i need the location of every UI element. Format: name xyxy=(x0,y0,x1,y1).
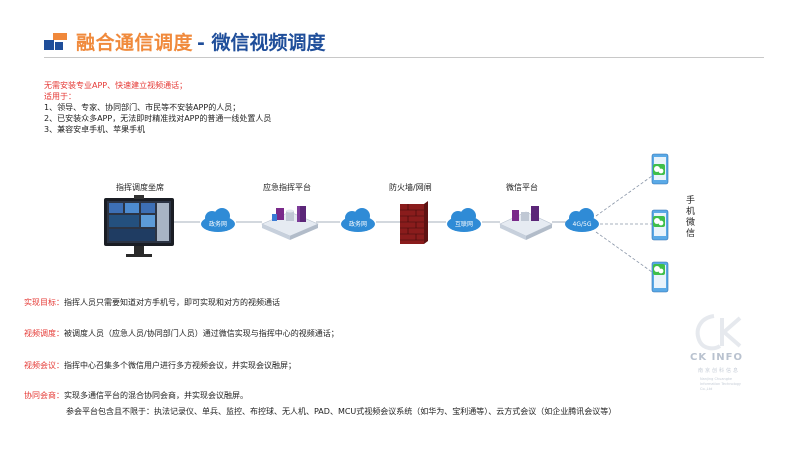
intro-line1: 无需安装专业APP、快速建立视频通话； xyxy=(44,81,188,90)
phone-1-icon xyxy=(651,153,669,185)
intro-block: 无需安装专业APP、快速建立视频通话； 适用于： 1、领导、专家、协同部门、市民… xyxy=(44,80,271,135)
watermark-brand: CK INFO xyxy=(690,352,743,363)
cloud-label-gov-net-2: 政务网 xyxy=(349,220,367,228)
cloud-label-mobile: 4G/5G xyxy=(573,221,592,228)
wechat-platform-icon xyxy=(499,206,553,240)
link-mobile-phone1 xyxy=(595,175,653,217)
label-wechat-platform: 微信平台 xyxy=(506,183,538,192)
section-collaboration-label: 协同会商： xyxy=(24,391,64,400)
participant-platforms-text: 参会平台包含且不限于：执法记录仪、单兵、监控、布控球、无人机、PAD、MCU式视… xyxy=(66,407,617,416)
section-goal-text: 指挥人员只需要知道对方手机号，即可实现和对方的视频通话 xyxy=(64,298,280,307)
section-video-dispatch: 视频调度：被调度人员（应急人员/协同部门人员）通过微信实现与指挥中心的视频通话； xyxy=(24,328,339,339)
section-goal-label: 实现目标： xyxy=(24,298,64,307)
page-title: 融合通信调度 - 微信视频调度 xyxy=(44,28,326,54)
label-emergency-platform: 应急指挥平台 xyxy=(263,183,311,192)
cloud-internet-icon: 互联网 xyxy=(447,208,481,232)
cloud-gov-net-1-icon: 政务网 xyxy=(201,208,235,232)
cloud-label-gov-net-1: 政务网 xyxy=(209,220,227,228)
section-video-conference-text: 指挥中心召集多个微信用户进行多方视频会议，并实现会议融屏； xyxy=(64,361,296,370)
title-divider xyxy=(44,57,764,58)
cloud-label-internet: 互联网 xyxy=(455,220,473,228)
brand-logo-icon xyxy=(44,31,70,51)
intro-item-1: 1、领导、专家、协同部门、市民等不安装APP的人员； xyxy=(44,103,241,112)
emergency-platform-icon xyxy=(261,206,319,240)
section-video-dispatch-label: 视频调度： xyxy=(24,329,64,338)
title-part2: - 微信视频调度 xyxy=(197,31,326,54)
side-text-phone-wechat: 手机微信 xyxy=(686,196,696,239)
section-goal: 实现目标：指挥人员只需要知道对方手机号，即可实现和对方的视频通话 xyxy=(24,297,280,308)
intro-item-3: 3、兼容安卓手机、苹果手机 xyxy=(44,125,146,134)
label-firewall: 防火墙/网闸 xyxy=(389,183,432,192)
section-video-dispatch-text: 被调度人员（应急人员/协同部门人员）通过微信实现与指挥中心的视频通话； xyxy=(64,329,339,338)
watermark-cn: 南京创科信息 xyxy=(698,368,741,374)
ck-info-watermark-icon xyxy=(695,314,742,351)
section-video-conference-label: 视频会议： xyxy=(24,361,64,370)
cloud-gov-net-2-icon: 政务网 xyxy=(341,208,375,232)
watermark-en: Nanjing Chuangke Information Technology … xyxy=(700,377,741,391)
section-collaboration-text: 实现多通信平台的混合协同会商，并实现会议融屏。 xyxy=(64,391,248,400)
intro-line2: 适用于： xyxy=(44,92,76,101)
label-command-seat: 指挥调度坐席 xyxy=(116,183,164,192)
section-collaboration: 协同会商：实现多通信平台的混合协同会商，并实现会议融屏。 xyxy=(24,390,248,401)
section-video-conference: 视频会议：指挥中心召集多个微信用户进行多方视频会议，并实现会议融屏； xyxy=(24,360,296,371)
link-mobile-phone3 xyxy=(595,231,653,273)
phone-2-icon xyxy=(651,209,669,241)
command-seat-monitor-icon xyxy=(104,195,174,257)
cloud-mobile-icon: 4G/5G xyxy=(565,208,599,232)
firewall-icon xyxy=(400,201,428,244)
title-part1: 融合通信调度 xyxy=(76,31,194,54)
intro-item-2: 2、已安装众多APP，无法即时精准找对APP的普通一线处置人员 xyxy=(44,114,272,123)
phone-3-icon xyxy=(651,261,669,293)
